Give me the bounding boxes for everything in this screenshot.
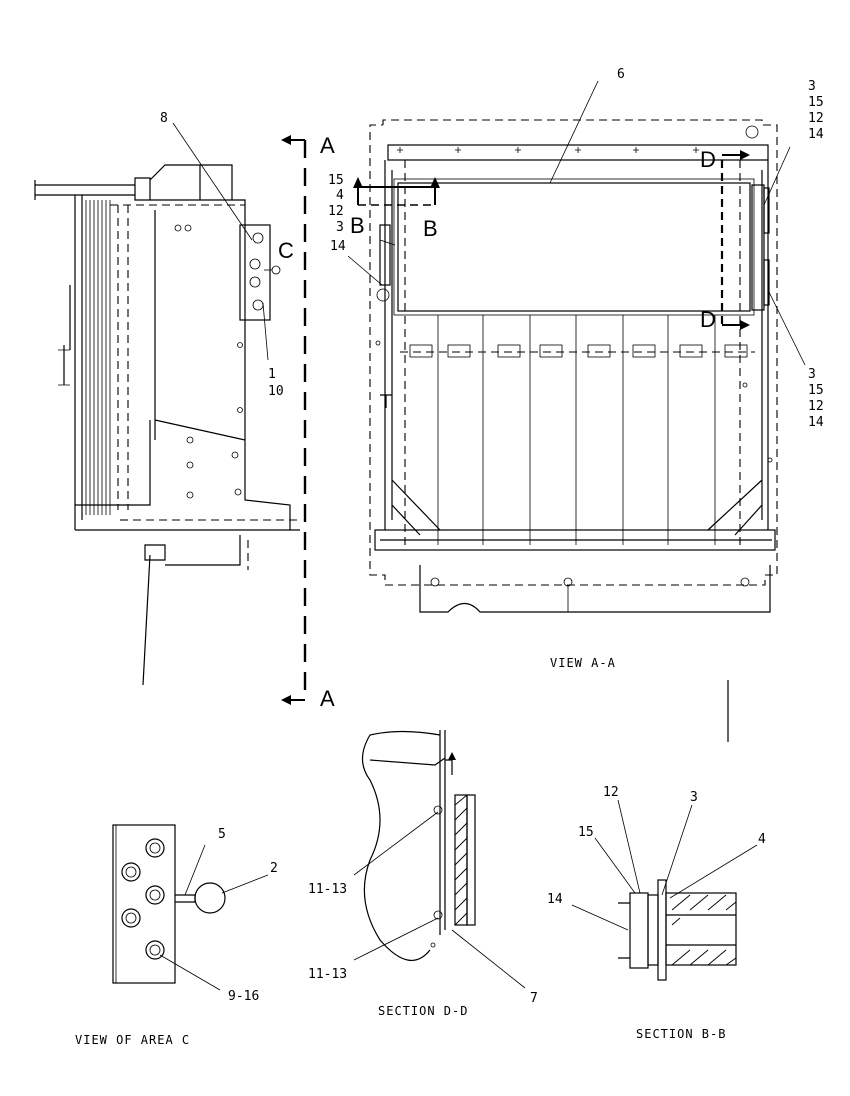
callout-bb-12: 12 xyxy=(603,785,619,800)
leader-lines xyxy=(159,80,806,991)
arrow-left-icon xyxy=(281,695,291,705)
callout-bottom-right-1: 3 xyxy=(808,367,816,382)
arrow-up-icon xyxy=(353,177,363,188)
callout-top-right-2: 15 xyxy=(808,95,824,110)
callout-bb-14: 14 xyxy=(547,892,563,907)
callout-10: 10 xyxy=(268,384,284,399)
callout-top-right-1: 3 xyxy=(808,79,816,94)
callout-top-right-4: 14 xyxy=(808,127,824,142)
callout-6: 6 xyxy=(617,67,625,82)
callout-8: 8 xyxy=(160,111,168,126)
callout-left-stack-1: 15 xyxy=(328,173,344,188)
section-marker-b-right: B xyxy=(423,216,438,241)
arrow-up-icon xyxy=(430,177,440,188)
area-c-view xyxy=(112,824,226,984)
section-dd-caption: SECTION D-D xyxy=(378,1004,468,1018)
section-dd-view xyxy=(361,730,476,961)
callout-7: 7 xyxy=(530,991,538,1006)
arrow-right-icon xyxy=(740,150,750,160)
section-marker-d-top: D xyxy=(700,147,716,172)
section-marker-d-bottom: D xyxy=(700,307,716,332)
callout-bottom-right-2: 15 xyxy=(808,383,824,398)
section-marker-a-top: A xyxy=(320,133,335,158)
callout-bb-15: 15 xyxy=(578,825,594,840)
callout-bb-3: 3 xyxy=(690,790,698,805)
section-line-a xyxy=(281,135,307,705)
callout-bb-4: 4 xyxy=(758,832,766,847)
side-view xyxy=(34,164,300,686)
section-marker-c: C xyxy=(278,238,294,263)
section-bb-caption: SECTION B-B xyxy=(636,1027,726,1041)
view-area-c-caption: VIEW OF AREA C xyxy=(75,1033,190,1047)
callout-left-stack-2: 4 xyxy=(336,188,344,203)
callout-top-right-3: 12 xyxy=(808,111,824,126)
arrow-right-icon xyxy=(740,320,750,330)
section-line-b xyxy=(353,177,440,206)
callout-11-13-lower: 11-13 xyxy=(308,967,347,982)
callout-1: 1 xyxy=(268,367,276,382)
callout-2: 2 xyxy=(270,861,278,876)
view-aa-caption: VIEW A-A xyxy=(550,656,616,670)
section-marker-a-bottom: A xyxy=(320,686,335,711)
view-aa xyxy=(369,119,778,613)
callout-left-stack-4: 3 xyxy=(336,220,344,235)
callout-left-14: 14 xyxy=(330,239,346,254)
arrow-up-icon xyxy=(448,752,456,760)
section-marker-b-left: B xyxy=(350,213,365,238)
section-bb-view xyxy=(618,879,737,981)
callout-bottom-right-3: 12 xyxy=(808,399,824,414)
callout-bottom-right-4: 14 xyxy=(808,415,824,430)
callout-11-13-upper: 11-13 xyxy=(308,882,347,897)
callout-9-16: 9-16 xyxy=(228,989,259,1004)
cooler-core xyxy=(397,182,751,312)
arrow-left-icon xyxy=(281,135,291,145)
callout-5: 5 xyxy=(218,827,226,842)
callout-left-stack-3: 12 xyxy=(328,204,344,219)
section-line-d xyxy=(720,150,750,330)
